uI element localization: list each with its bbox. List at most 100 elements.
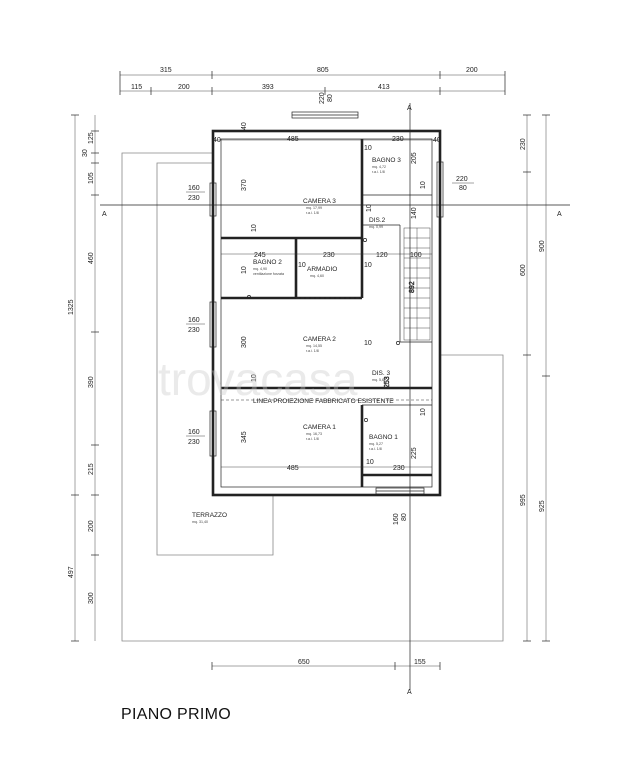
dim-wall10-h: 10: [364, 340, 372, 347]
dim-stairs-253: 253: [384, 376, 391, 388]
dim-wall10-e: 10: [298, 262, 306, 269]
dim-mid-245: 245: [254, 252, 266, 259]
dim-40-vertical: 40: [241, 122, 248, 130]
bagno1-area: mq. 5,27: [369, 442, 383, 446]
dim-right-window-220: 220: [456, 176, 468, 183]
camera2-area: mq. 14,55: [306, 344, 322, 348]
dim-top-315: 315: [160, 67, 172, 74]
dim-wall10-f: 10: [364, 262, 372, 269]
dim-wall10-a: 10: [364, 145, 372, 152]
right-dimension-chains: 230 600 995 900 925: [520, 114, 550, 642]
bagno2-area: mq. 4,90: [253, 267, 267, 271]
dim-left-1325: 1325: [68, 299, 75, 315]
dim-bottom-window-80: 80: [401, 513, 408, 521]
dim-mid-100: 100: [410, 252, 422, 259]
camera1-label: CAMERA 1: [303, 424, 336, 431]
camera3-area: mq. 17,99: [306, 206, 322, 210]
dim-left-300: 300: [88, 592, 95, 604]
dim-left-30: 30: [82, 149, 89, 157]
bagno3-label: BAGNO 3: [372, 157, 401, 164]
camera1-area: mq. 16,73: [306, 432, 322, 436]
bagno2-ra: ventilazione forzata: [253, 272, 284, 276]
dim-right-925: 925: [539, 500, 546, 512]
building-walls: [211, 129, 442, 497]
dim-bagno1-225: 225: [411, 447, 418, 459]
dis2-area: mq. 0,99: [369, 225, 383, 229]
dim-mid-230: 230: [323, 252, 335, 259]
dim-top-window-80: 80: [327, 94, 334, 102]
dim-window-230-b: 230: [188, 327, 200, 334]
dim-left-215: 215: [88, 463, 95, 475]
terrazzo-area: mq. 31,40: [192, 520, 208, 524]
dim-mid-120: 120: [376, 252, 388, 259]
dim-wall10-d: 10: [241, 266, 248, 274]
dim-camera2-300: 300: [241, 336, 248, 348]
section-mark-top: A: [407, 105, 412, 112]
section-mark-right: A: [557, 211, 562, 218]
dim-right-900: 900: [539, 240, 546, 252]
bagno1-ra: r.a.i. 1/8: [369, 447, 382, 451]
dim-left-125: 125: [88, 132, 95, 144]
section-mark-left: A: [102, 211, 107, 218]
section-lines: A A A A: [100, 103, 570, 696]
dim-camera3-370: 370: [241, 179, 248, 191]
dim-inner-40-left: 40: [213, 137, 221, 144]
bagno3-area: mq. 4,72: [372, 165, 386, 169]
dim-wall10-k: 10: [366, 204, 373, 212]
dim-right-230: 230: [520, 138, 527, 150]
dim-bagno1-230: 230: [393, 465, 405, 472]
top-dimension-chains: 315 805 200 115 200 393 413: [119, 67, 506, 95]
camera1-ra: r.a.i. 1/8: [306, 437, 319, 441]
dim-bottom-155: 155: [414, 659, 426, 666]
bagno2-label: BAGNO 2: [253, 259, 282, 266]
dim-top-window-220: 220: [319, 92, 326, 104]
dim-stairs-892: 892: [409, 281, 416, 293]
dim-window-230-c: 230: [188, 439, 200, 446]
dim-left-497: 497: [68, 566, 75, 578]
interior-dimensions: 40 485 230 40 40 220 80 220 80 160 230 1…: [186, 92, 474, 525]
bagno3-ra: r.a.i. 1/8: [372, 170, 385, 174]
dim-top2-115: 115: [131, 84, 142, 91]
dim-top-805: 805: [317, 67, 329, 74]
dim-top2-393: 393: [262, 84, 274, 91]
dim-wall10-b: 10: [420, 181, 427, 189]
dim-left-105: 105: [88, 172, 95, 184]
dim-bottom-650: 650: [298, 659, 310, 666]
dim-window-160-c: 160: [188, 429, 200, 436]
dim-top2-200: 200: [178, 84, 190, 91]
dim-right-995: 995: [520, 494, 527, 506]
dim-camera1-485: 485: [287, 465, 299, 472]
dim-inner-485: 485: [287, 136, 299, 143]
camera2-ra: r.a.i. 1/8: [306, 349, 319, 353]
dim-right-window-80: 80: [459, 185, 467, 192]
dim-inner-230: 230: [392, 136, 404, 143]
dim-left-200: 200: [88, 520, 95, 532]
dim-wall10-g: 10: [251, 374, 258, 382]
dis3-label: DIS. 3: [372, 370, 390, 377]
dim-window-160-b: 160: [188, 317, 200, 324]
camera3-label: CAMERA 3: [303, 198, 336, 205]
dim-bagno3-205: 205: [411, 152, 418, 164]
dim-dis2-140: 140: [411, 207, 418, 219]
dis2-label: DIS.2: [369, 217, 386, 224]
armadio-label: ARMADIO: [307, 266, 337, 273]
dim-wall10-j: 10: [366, 459, 374, 466]
left-dimension-chains: 1325 497 30 125 105 460 390 215 200 300: [68, 114, 99, 642]
dim-inner-40-right: 40: [433, 137, 441, 144]
terrazzo-label: TERRAZZO: [192, 512, 227, 519]
dim-right-600: 600: [520, 264, 527, 276]
staircase: 892 253: [384, 227, 431, 388]
dim-top-200: 200: [466, 67, 478, 74]
projection-line-label: LINEA PROIEZIONE FABBRICATO ESISTENTE: [253, 398, 394, 405]
plan-title: PIANO PRIMO: [121, 706, 231, 723]
section-mark-bottom: A: [407, 689, 412, 696]
dim-left-390: 390: [88, 376, 95, 388]
bagno1-label: BAGNO 1: [369, 434, 398, 441]
camera3-ra: r.a.i. 1/8: [306, 211, 319, 215]
dim-bottom-window-160: 160: [393, 513, 400, 525]
windows: [209, 111, 444, 495]
dim-window-160-a: 160: [188, 185, 200, 192]
dim-wall10-i: 10: [420, 408, 427, 416]
dis3-area: mq. 5,67: [372, 378, 386, 382]
watermark-logo: trovacasa: [158, 353, 358, 405]
